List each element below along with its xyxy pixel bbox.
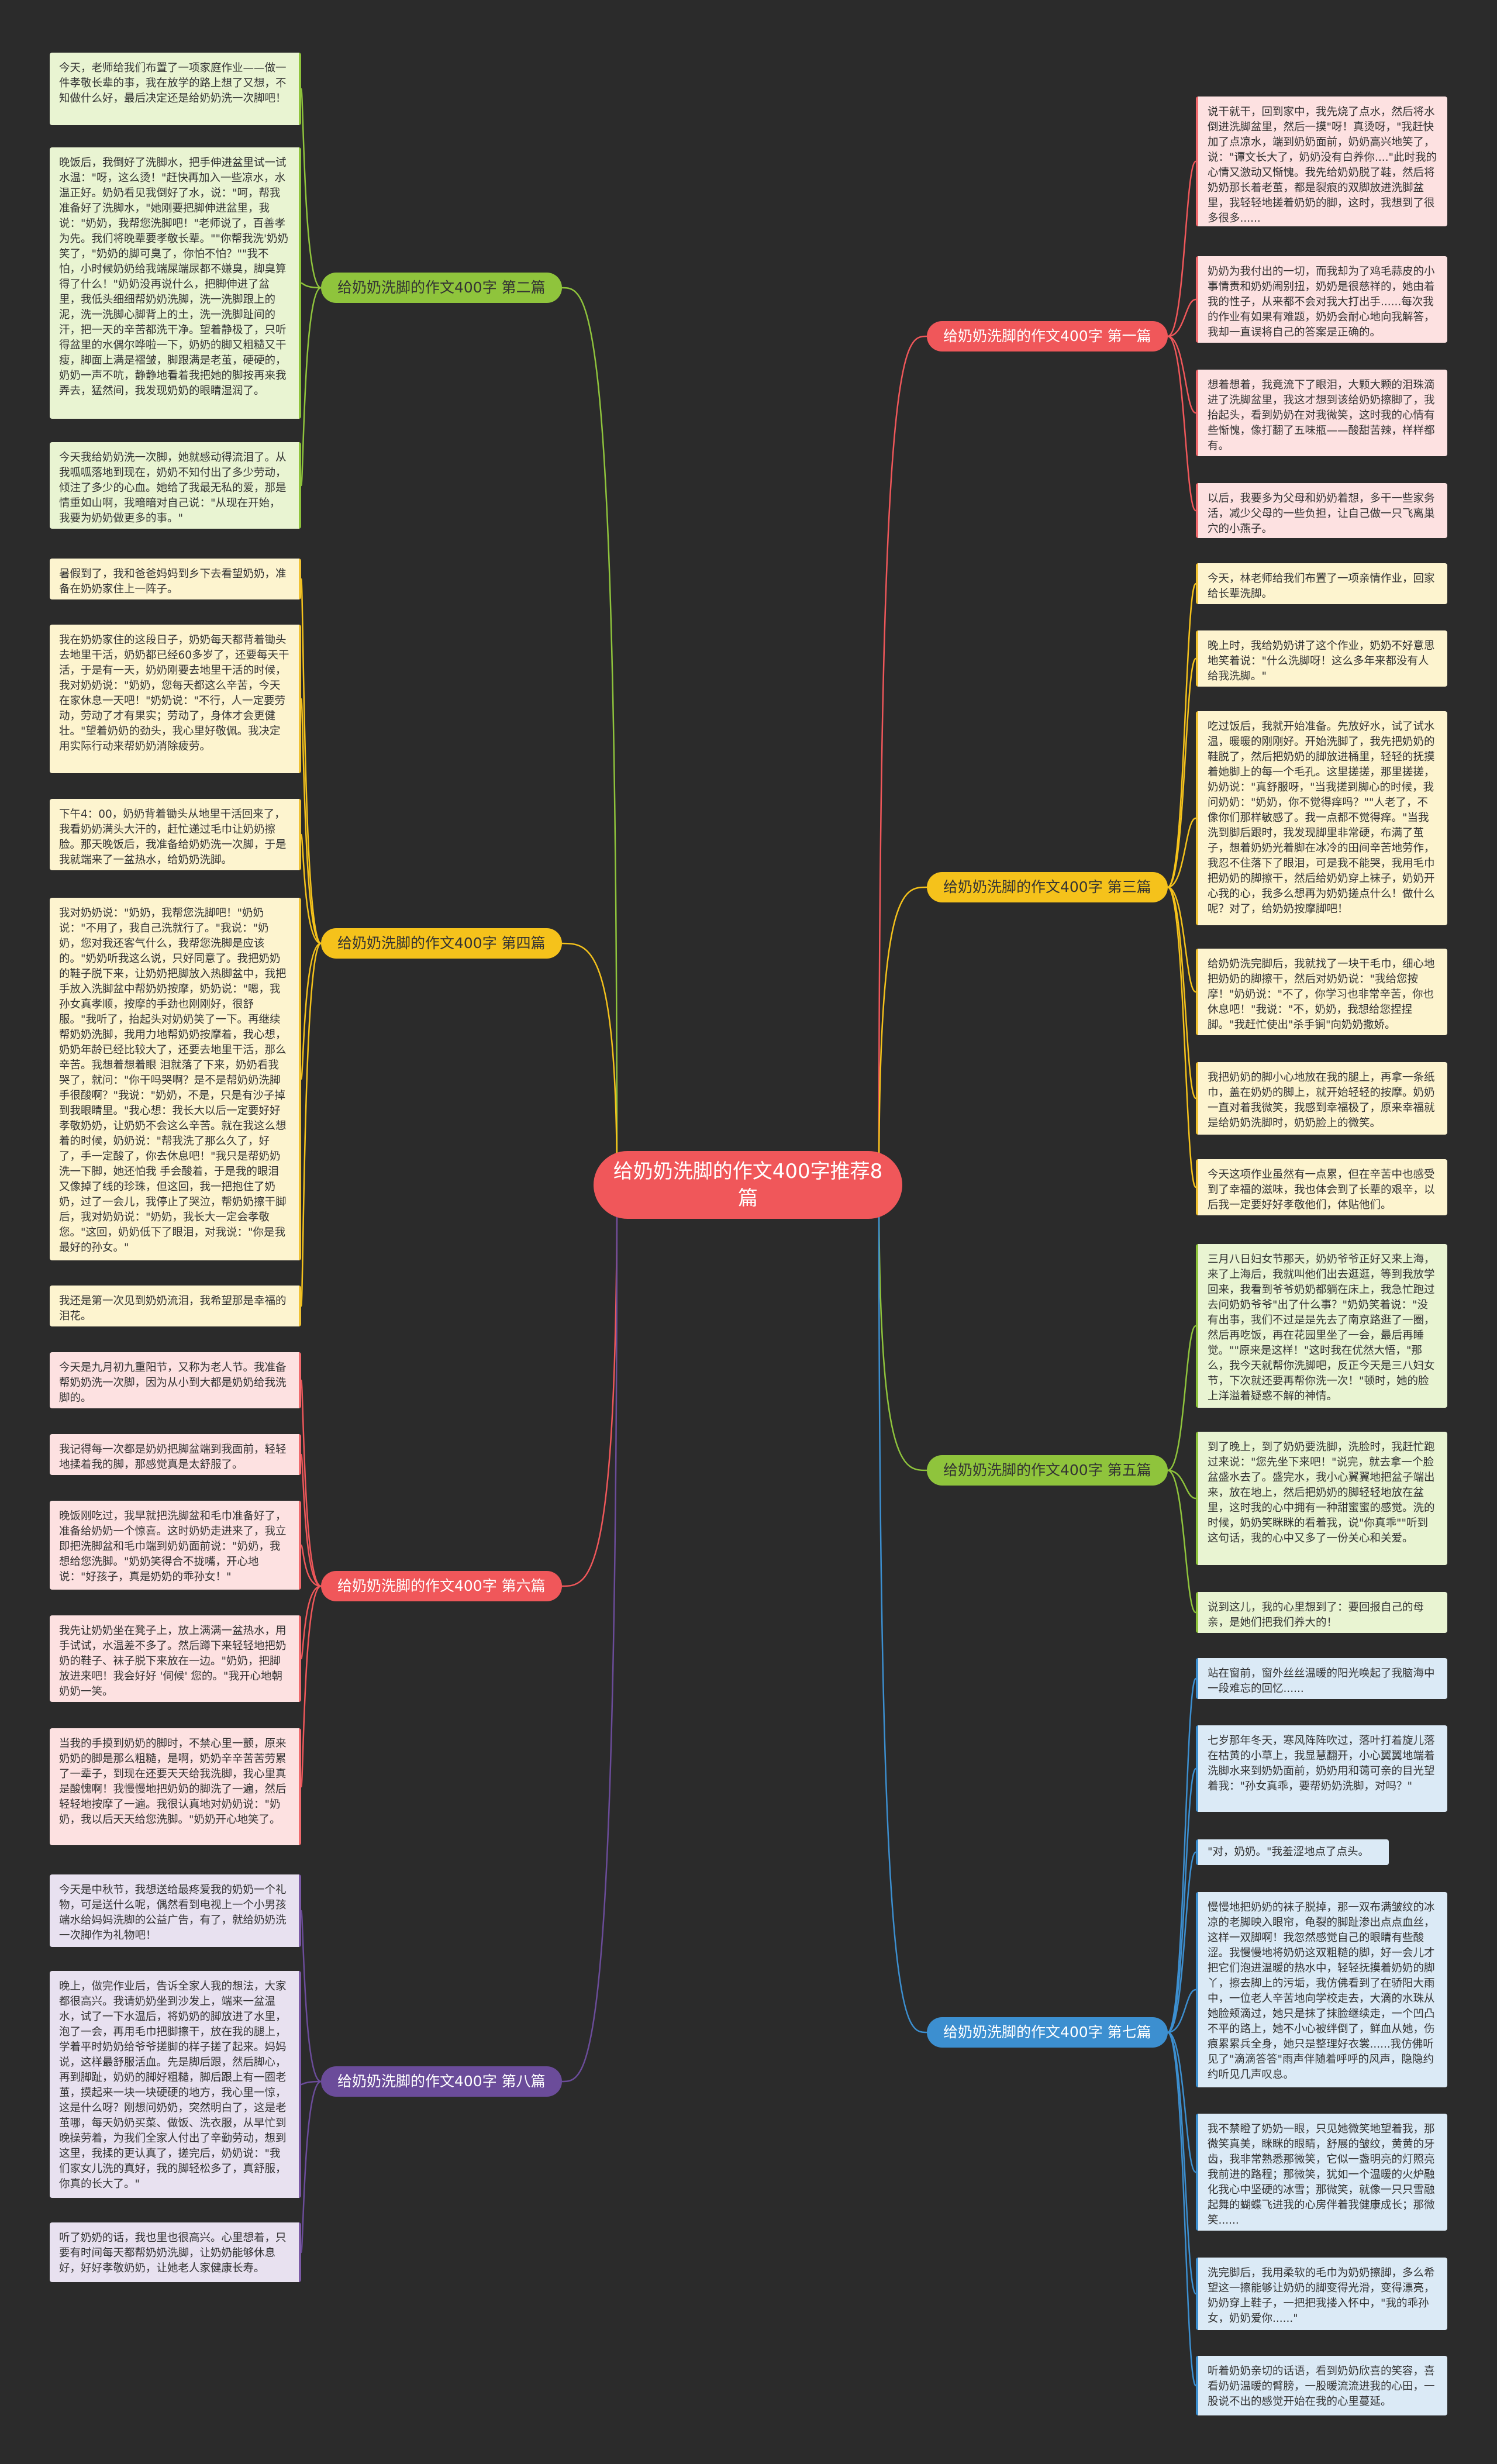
b7-leaf-6[interactable]: 洗完脚后，我用柔软的毛巾为奶奶擦脚，多么希望这一擦能够让奶奶的脚变得光滑，变得漂…	[1196, 2258, 1447, 2330]
b2-leaf-1[interactable]: 今天，老师给我们布置了一项家庭作业——做一件孝敬长辈的事，我在放学的路上想了又想…	[50, 53, 301, 125]
b5-leaf-2[interactable]: 到了晚上，到了奶奶要洗脚，洗脸时，我赶忙跑过来说："您先坐下来吧！"说完，就去拿…	[1196, 1432, 1447, 1565]
b4-leaf-edge-5	[300, 942, 322, 1307]
b7-leaf-edge-4	[1167, 1989, 1196, 2034]
b1-leaf-2[interactable]: 奶奶为我付出的一切，而我却为了鸡毛蒜皮的小事情责和奶奶闹别扭，奶奶是很慈祥的，她…	[1196, 256, 1447, 343]
b8-leaf-edge-2	[301, 2080, 322, 2086]
b7-leaf-edge-6	[1167, 2031, 1197, 2295]
b1-root-edge	[878, 335, 927, 1186]
b6-leaf-3[interactable]: 晚饭刚吃过，我早就把洗脚盆和毛巾准备好了，准备给奶奶一个惊喜。这时奶奶走进来了，…	[50, 1501, 301, 1590]
b4-leaf-edge-1	[300, 578, 322, 945]
b1-leaf-1[interactable]: 说干就干，回到家中，我先烧了点水，然后将水倒进洗脚盆里，然后一摸"呀！真烫呀，"…	[1196, 97, 1447, 226]
branch-8[interactable]: 给奶奶洗脚的作文400字 第八篇	[321, 2066, 562, 2097]
b7-leaf-edge-5	[1167, 2031, 1197, 2173]
b6-leaf-1[interactable]: 今天是九月初九重阳节，又称为老人节。我准备帮奶奶洗一次脚，因为从小到大都是奶奶给…	[50, 1352, 301, 1408]
b7-leaf-2[interactable]: 七岁那年冬天，寒风阵阵吹过，落叶打着旋儿落在枯黄的小草上，我显慧翻开，小心翼翼地…	[1196, 1725, 1447, 1812]
branch-2[interactable]: 给奶奶洗脚的作文400字 第二篇	[321, 273, 562, 303]
b5-leaf-edge-2	[1167, 1469, 1196, 1500]
branch-1[interactable]: 给奶奶洗脚的作文400字 第一篇	[927, 321, 1168, 351]
b4-leaf-edge-3	[300, 833, 322, 945]
b5-leaf-edge-3	[1167, 1469, 1196, 1614]
b3-root-edge	[878, 886, 927, 1186]
b6-leaf-4[interactable]: 我先让奶奶坐在凳子上，放上满满一盆热水，用手试试，水温差不多了。然后蹲下来轻轻地…	[50, 1615, 301, 1702]
b6-leaf-edge-3	[300, 1544, 322, 1587]
branch-7[interactable]: 给奶奶洗脚的作文400字 第七篇	[927, 2017, 1168, 2048]
b4-leaf-edge-2	[300, 698, 322, 945]
b5-leaf-3[interactable]: 说到这儿，我的心里想到了：要回报自己的母亲，是她们把我们养大的！	[1196, 1592, 1447, 1633]
branch-3[interactable]: 给奶奶洗脚的作文400字 第三篇	[927, 872, 1168, 902]
b2-leaf-3[interactable]: 今天我给奶奶洗一次脚，她就感动得流泪了。从我呱呱落地到现在，奶奶不知付出了多少劳…	[50, 442, 301, 529]
b7-leaf-3[interactable]: "对，奶奶。"我羞涩地点了点头。	[1196, 1839, 1389, 1865]
b8-leaf-2[interactable]: 晚上，做完作业后，告诉全家人我的想法，大家都很高兴。我请奶奶坐到沙发上，端来一盆…	[50, 1971, 301, 2198]
b3-leaf-edge-3	[1167, 817, 1196, 888]
b2-leaf-2[interactable]: 晚饭后，我倒好了洗脚水，把手伸进盆里试一试水温："呀，这么烫！"赶快再加入一些凉…	[50, 147, 301, 419]
b6-leaf-edge-1	[300, 1379, 322, 1587]
b7-leaf-edge-1	[1167, 1677, 1197, 2034]
b3-leaf-3[interactable]: 吃过饭后，我就开始准备。先放好水，试了试水温，暖暖的刚刚好。开始洗脚了，我先把奶…	[1196, 711, 1447, 925]
b6-leaf-edge-4	[300, 1585, 322, 1660]
b7-root-edge	[878, 1184, 927, 2034]
b7-leaf-edge-3	[1167, 1851, 1197, 2034]
b2-root-edge	[561, 287, 618, 1186]
b1-leaf-3[interactable]: 想着想着，我竟流下了眼泪，大颗大颗的泪珠滴进了洗脚盆里，我这才想到该给奶奶擦脚了…	[1196, 370, 1447, 456]
b3-leaf-1[interactable]: 今天，林老师给我们布置了一项亲情作业，回家给长辈洗脚。	[1196, 563, 1447, 604]
b2-leaf-edge-3	[300, 287, 322, 487]
b8-leaf-3[interactable]: 听了奶奶的话，我也里也很高兴。心里想着，只要有时间每天都帮奶奶洗脚，让奶奶能够休…	[50, 2222, 301, 2282]
b1-leaf-edge-4	[1167, 335, 1197, 512]
b7-leaf-edge-7	[1167, 2031, 1197, 2387]
b3-leaf-6[interactable]: 今天这项作业虽然有一点累，但在辛苦中也感受到了幸福的滋味，我也体会到了长辈的艰辛…	[1196, 1159, 1447, 1215]
b1-leaf-edge-1	[1167, 160, 1197, 337]
b4-leaf-edge-4	[300, 942, 322, 1080]
b5-root-edge	[878, 1184, 927, 1471]
b4-root-edge	[561, 942, 618, 1186]
b1-leaf-4[interactable]: 以后，我要多为父母和奶奶着想，多干一些家务活，减少父母的一些负担，让自己做一只飞…	[1196, 483, 1447, 538]
b6-leaf-5[interactable]: 当我的手摸到奶奶的脚时，不禁心里一颤，原来奶奶的脚是那么粗糙，是啊，奶奶辛辛苦苦…	[50, 1728, 301, 1845]
b8-leaf-1[interactable]: 今天是中秋节，我想送给最疼爱我的奶奶一个礼物，可是送什么呢，偶然看到电视上一个小…	[50, 1874, 301, 1947]
b8-leaf-edge-1	[300, 1910, 322, 2083]
b2-leaf-edge-2	[301, 282, 322, 289]
b3-leaf-edge-6	[1167, 886, 1197, 1188]
b3-leaf-4[interactable]: 给奶奶洗完脚后，我就找了一块干毛巾，细心地把奶奶的脚擦干，然后对奶奶说："我给您…	[1196, 949, 1447, 1035]
b7-leaf-5[interactable]: 我不禁瞪了奶奶一眼，只见她微笑地望着我，那微笑真美，眯眯的眼睛，舒展的皱纹，黄黄…	[1196, 2114, 1447, 2231]
b2-leaf-edge-1	[300, 88, 322, 289]
b4-leaf-4[interactable]: 我对奶奶说："奶奶，我帮您洗脚吧！"奶奶说："不用了，我自己洗就行了。"我说："…	[50, 898, 301, 1260]
b3-leaf-edge-4	[1167, 886, 1196, 993]
b1-leaf-edge-2	[1167, 298, 1196, 337]
root-topic[interactable]: 给奶奶洗脚的作文400字推荐8篇	[594, 1151, 902, 1219]
b7-leaf-4[interactable]: 慢慢地把奶奶的袜子脱掉，那一双布满皱纹的冰凉的老脚映入眼帘，龟裂的脚趾渗出点点血…	[1196, 1892, 1447, 2087]
b6-leaf-edge-5	[300, 1585, 322, 1788]
b5-leaf-edge-1	[1167, 1325, 1197, 1471]
b8-root-edge	[561, 1184, 618, 2083]
b3-leaf-2[interactable]: 晚上时，我给奶奶讲了这个作业，奶奶不好意思地笑着说："什么洗脚呀！这么多年来都没…	[1196, 630, 1447, 687]
b6-leaf-edge-2	[300, 1453, 322, 1587]
b3-leaf-edge-1	[1167, 583, 1197, 888]
branch-5[interactable]: 给奶奶洗脚的作文400字 第五篇	[927, 1455, 1168, 1486]
b3-leaf-5[interactable]: 我把奶奶的脚小心地放在我的腿上，再拿一条纸巾，盖在奶奶的脚上，就开始轻轻的按摩。…	[1196, 1062, 1447, 1135]
b6-root-edge	[561, 1184, 618, 1587]
b4-leaf-3[interactable]: 下午4：00，奶奶背着锄头从地里干活回来了，我看奶奶满头大汗的，赶忙递过毛巾让奶…	[50, 799, 301, 870]
b1-leaf-edge-3	[1167, 335, 1196, 414]
b8-leaf-edge-3	[300, 2080, 322, 2253]
b7-leaf-edge-2	[1167, 1767, 1197, 2034]
b4-leaf-2[interactable]: 我在奶奶家住的这段日子，奶奶每天都背着锄头去地里干活，奶奶都已经60多岁了，还要…	[50, 625, 301, 773]
b5-leaf-1[interactable]: 三月八日妇女节那天，奶奶爷爷正好又来上海，来了上海后，我就叫他们出去逛逛，等到我…	[1196, 1244, 1447, 1408]
branch-4[interactable]: 给奶奶洗脚的作文400字 第四篇	[321, 928, 562, 959]
branch-6[interactable]: 给奶奶洗脚的作文400字 第六篇	[321, 1571, 562, 1601]
b4-leaf-1[interactable]: 暑假到了，我和爸爸妈妈到乡下去看望奶奶，准备在奶奶家住上一阵子。	[50, 559, 301, 599]
b7-leaf-1[interactable]: 站在窗前，窗外丝丝温暖的阳光唤起了我脑海中一段难忘的回忆......	[1196, 1658, 1447, 1699]
b4-leaf-5[interactable]: 我还是第一次见到奶奶流泪，我希望那是幸福的泪花。	[50, 1286, 301, 1326]
b3-leaf-edge-2	[1167, 657, 1197, 888]
b3-leaf-edge-5	[1167, 886, 1197, 1100]
b7-leaf-7[interactable]: 听着奶奶亲切的话语，看到奶奶欣喜的笑容，喜看奶奶温暖的臂膀，一股暖流流进我的心田…	[1196, 2356, 1447, 2415]
b6-leaf-2[interactable]: 我记得每一次都是奶奶把脚盆端到我面前，轻轻地揉着我的脚，那感觉真是太舒服了。	[50, 1434, 301, 1475]
